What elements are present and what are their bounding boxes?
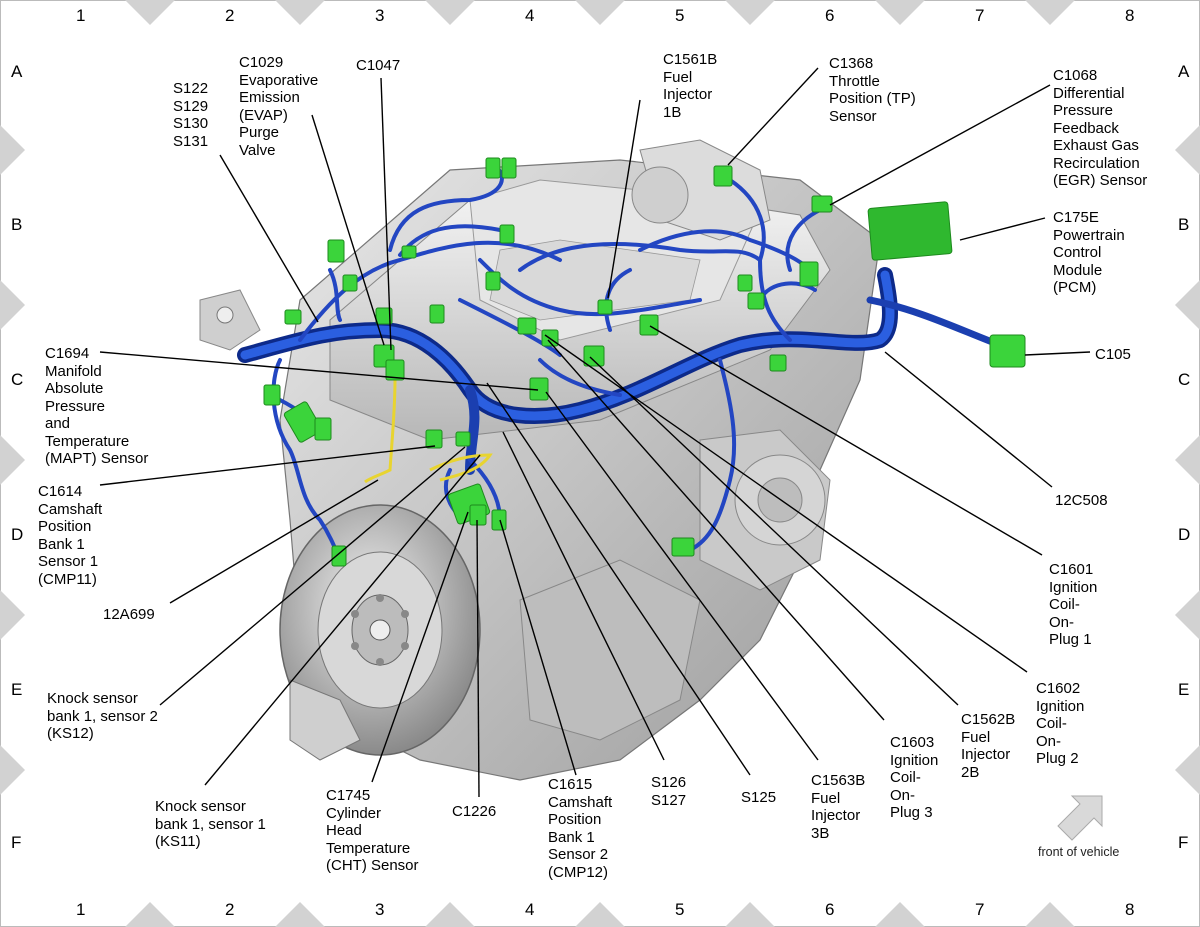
label-c1561b-fuel-injector-1b: C1561B Fuel Injector 1B	[663, 51, 718, 121]
grid-col-1-top: 1	[76, 6, 86, 25]
label-knock-sensor-ks11: Knock sensor bank 1, sensor 1 (KS11)	[155, 798, 266, 850]
label-knock-sensor-ks12: Knock sensor bank 1, sensor 2 (KS12)	[47, 690, 158, 742]
grid-col-1-bottom: 1	[76, 900, 86, 919]
grid-row-c-left: C	[11, 370, 24, 389]
grid-row-d-left: D	[11, 525, 24, 544]
grid-col-6-bottom: 6	[825, 900, 835, 919]
grid-row-d-right: D	[1178, 525, 1191, 544]
label-12a699: 12A699	[103, 606, 155, 623]
arrow-up-right-icon	[1057, 795, 1103, 841]
label-c1614-cmp11: C1614 Camshaft Position Bank 1 Sensor 1 …	[38, 483, 103, 588]
grid-col-4-bottom: 4	[525, 900, 535, 919]
grid-row-e-right: E	[1178, 680, 1190, 699]
grid-col-5-bottom: 5	[675, 900, 685, 919]
grid-row-a-left: A	[11, 62, 23, 81]
label-c1562b-fuel-injector-2b: C1562B Fuel Injector 2B	[961, 711, 1016, 781]
grid-col-5-top: 5	[675, 6, 685, 25]
label-s125: S125	[741, 789, 777, 806]
grid-col-6-top: 6	[825, 6, 835, 25]
grid-col-2-top: 2	[225, 6, 235, 25]
label-c105: C105	[1095, 346, 1131, 363]
label-12c508: 12C508	[1055, 492, 1108, 509]
label-s126-s127: S126 S127	[651, 774, 687, 809]
label-c1029-evap-purge-valve: C1029 Evaporative Emission (EVAP) Purge …	[239, 54, 319, 159]
grid-row-e-left: E	[11, 680, 23, 699]
label-c1563b-fuel-injector-3b: C1563B Fuel Injector 3B	[811, 772, 866, 842]
grid-col-8-bottom: 8	[1125, 900, 1135, 919]
grid-col-2-bottom: 2	[225, 900, 235, 919]
grid-row-b-right: B	[1178, 215, 1190, 234]
engine-block	[199, 139, 881, 781]
label-c1368-throttle-position: C1368 Throttle Position (TP) Sensor	[829, 55, 916, 125]
grid-row-b-left: B	[11, 215, 23, 234]
grid-col-3-bottom: 3	[375, 900, 385, 919]
label-c1047: C1047	[356, 57, 401, 74]
label-c1694-mapt-sensor: C1694 Manifold Absolute Pressure and Tem…	[45, 345, 149, 467]
label-s122-s131: S122 S129 S130 S131	[173, 80, 209, 150]
label-c1602-coil-plug-2: C1602 Ignition Coil- On- Plug 2	[1036, 680, 1085, 767]
front-of-vehicle-label: front of vehicle	[1038, 845, 1120, 859]
label-c1601-coil-plug-1: C1601 Ignition Coil- On- Plug 1	[1049, 561, 1098, 648]
grid-col-3-top: 3	[375, 6, 385, 25]
label-c1603-coil-plug-3: C1603 Ignition Coil- On- Plug 3	[890, 734, 939, 821]
label-c1745-cht-sensor: C1745 Cylinder Head Temperature (CHT) Se…	[326, 787, 419, 874]
grid-row-f-left: F	[11, 833, 22, 852]
grid-col-8-top: 8	[1125, 6, 1135, 25]
connectors	[263, 157, 1026, 567]
label-c175e-pcm: C175E Powertrain Control Module (PCM)	[1053, 209, 1125, 296]
grid-row-a-right: A	[1178, 62, 1190, 81]
grid-row-f-right: F	[1178, 833, 1189, 852]
grid-col-7-bottom: 7	[975, 900, 985, 919]
leader-lines	[99, 67, 1091, 798]
grid-row-c-right: C	[1178, 370, 1191, 389]
label-c1068-egr-sensor: C1068 Differential Pressure Feedback Exh…	[1053, 67, 1148, 189]
label-c1615-cmp12: C1615 Camshaft Position Bank 1 Sensor 2 …	[548, 776, 613, 881]
grid-col-4-top: 4	[525, 6, 535, 25]
label-c1226: C1226	[452, 803, 497, 820]
grid-col-7-top: 7	[975, 6, 985, 25]
